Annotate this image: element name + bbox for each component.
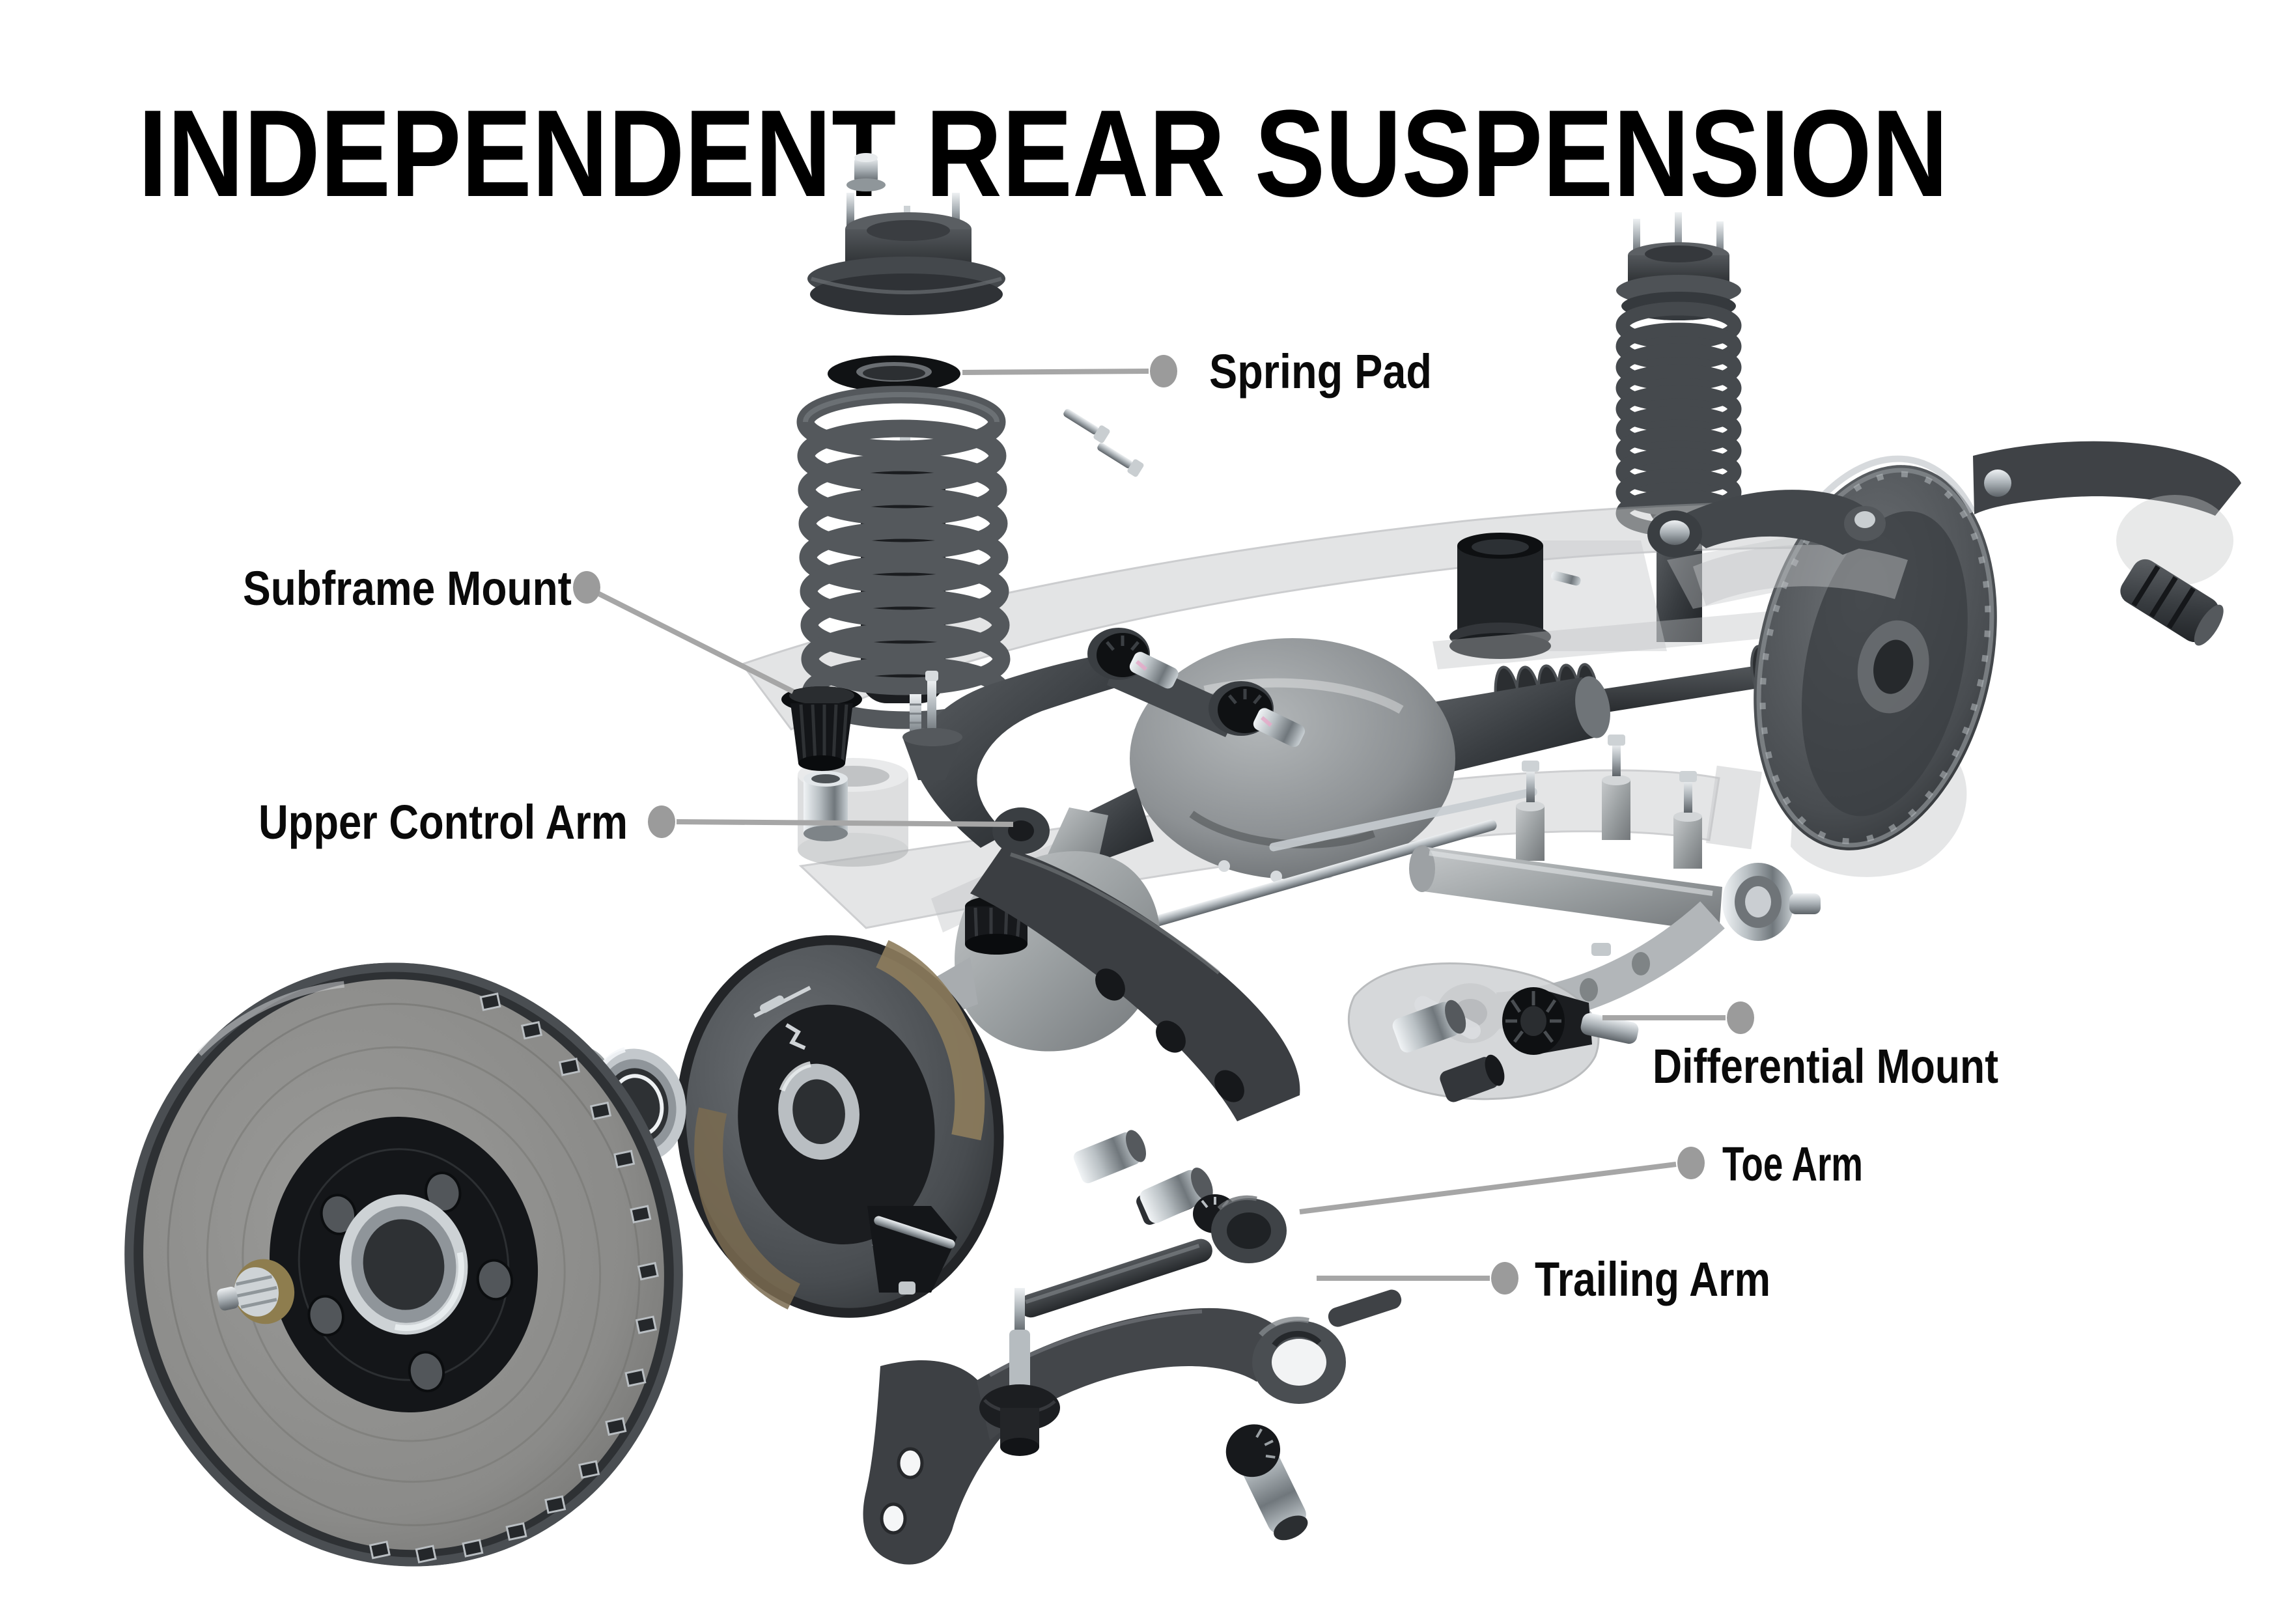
rotor-vent-slots — [369, 992, 659, 1563]
dot-trailing-arm — [1491, 1262, 1518, 1295]
dot-differential-mount — [1727, 1001, 1754, 1034]
axle-shaft — [1586, 665, 1762, 715]
strut-stud — [1716, 221, 1724, 257]
spring-pad-part — [828, 356, 960, 392]
label-subframe-mount: Subframe Mount — [243, 561, 572, 615]
crossmember-tube — [1419, 847, 1722, 932]
trailing-arm-body — [977, 1308, 1287, 1440]
dot-upper-control-arm — [648, 805, 675, 838]
label-toe-arm: Toe Arm — [1722, 1137, 1863, 1191]
upper-control-arm-part — [902, 628, 1305, 854]
left-strut-assembly — [805, 153, 1005, 742]
spindle-cap — [217, 1259, 295, 1324]
label-trailing-arm: Trailing Arm — [1535, 1252, 1770, 1306]
right-coil-spring — [1623, 309, 1735, 530]
differential-mount-bushing — [1502, 987, 1639, 1055]
leader-dots — [573, 355, 1754, 1295]
cv-stub-shaft — [2120, 559, 2224, 646]
toe-link-rod — [1108, 787, 1537, 940]
arm-bushing — [1218, 686, 1305, 748]
dot-subframe-mount — [573, 571, 600, 604]
bolt-head — [1984, 469, 2011, 497]
leader-upper-control-arm — [676, 819, 1014, 827]
subframe-tower-bushing — [1449, 533, 1581, 659]
trailing-arm-stud — [979, 1288, 1060, 1456]
trailing-arm-pin — [1225, 1424, 1308, 1541]
brake-rotor — [124, 962, 683, 1567]
brake-shoe — [875, 940, 985, 1141]
arm-cone-seat — [902, 671, 962, 780]
lug-holes — [307, 1171, 514, 1393]
toe-arm-sleeve — [1140, 1168, 1213, 1224]
leader-toe-arm — [1299, 1162, 1677, 1214]
dot-spring-pad — [1150, 355, 1177, 387]
label-differential-mount: Differential Mount — [1653, 1039, 1998, 1093]
strut-stud — [1633, 219, 1640, 255]
toe-arm-part — [867, 1168, 1287, 1318]
part-labels: Spring Pad Subframe Mount Upper Control … — [243, 344, 1998, 1306]
mount-pin — [1580, 1013, 1639, 1044]
leader-subframe-mount — [595, 590, 794, 694]
leader-spring-pad — [962, 369, 1149, 375]
right-upper-control-arm — [1647, 490, 1908, 606]
strut-mount — [807, 212, 1005, 315]
right-outer-arm — [1973, 441, 2241, 646]
leader-lines — [595, 369, 1726, 1281]
spacer-sleeve — [804, 771, 848, 841]
lower-control-arm — [970, 847, 1300, 1121]
loose-bolts — [1063, 409, 1144, 477]
strut-stud — [1675, 212, 1682, 254]
top-nut — [846, 153, 886, 191]
dot-toe-arm — [1677, 1147, 1705, 1179]
trailing-arm-part — [863, 1288, 1402, 1565]
subframe-mount-bushing — [781, 686, 862, 771]
left-coil-spring — [805, 395, 1002, 720]
arm-bushing-pin — [1660, 520, 1690, 545]
page-title: INDEPENDENT REAR SUSPENSION — [138, 85, 1948, 223]
arm-bushing — [1097, 633, 1179, 689]
label-spring-pad: Spring Pad — [1209, 344, 1432, 399]
brake-shoe — [694, 1107, 801, 1310]
bushing-sleeves — [1073, 1000, 1505, 1225]
crossmember-bolts — [1522, 735, 1697, 956]
label-upper-control-arm: Upper Control Arm — [259, 795, 628, 849]
right-brake-drum — [1754, 455, 1997, 850]
